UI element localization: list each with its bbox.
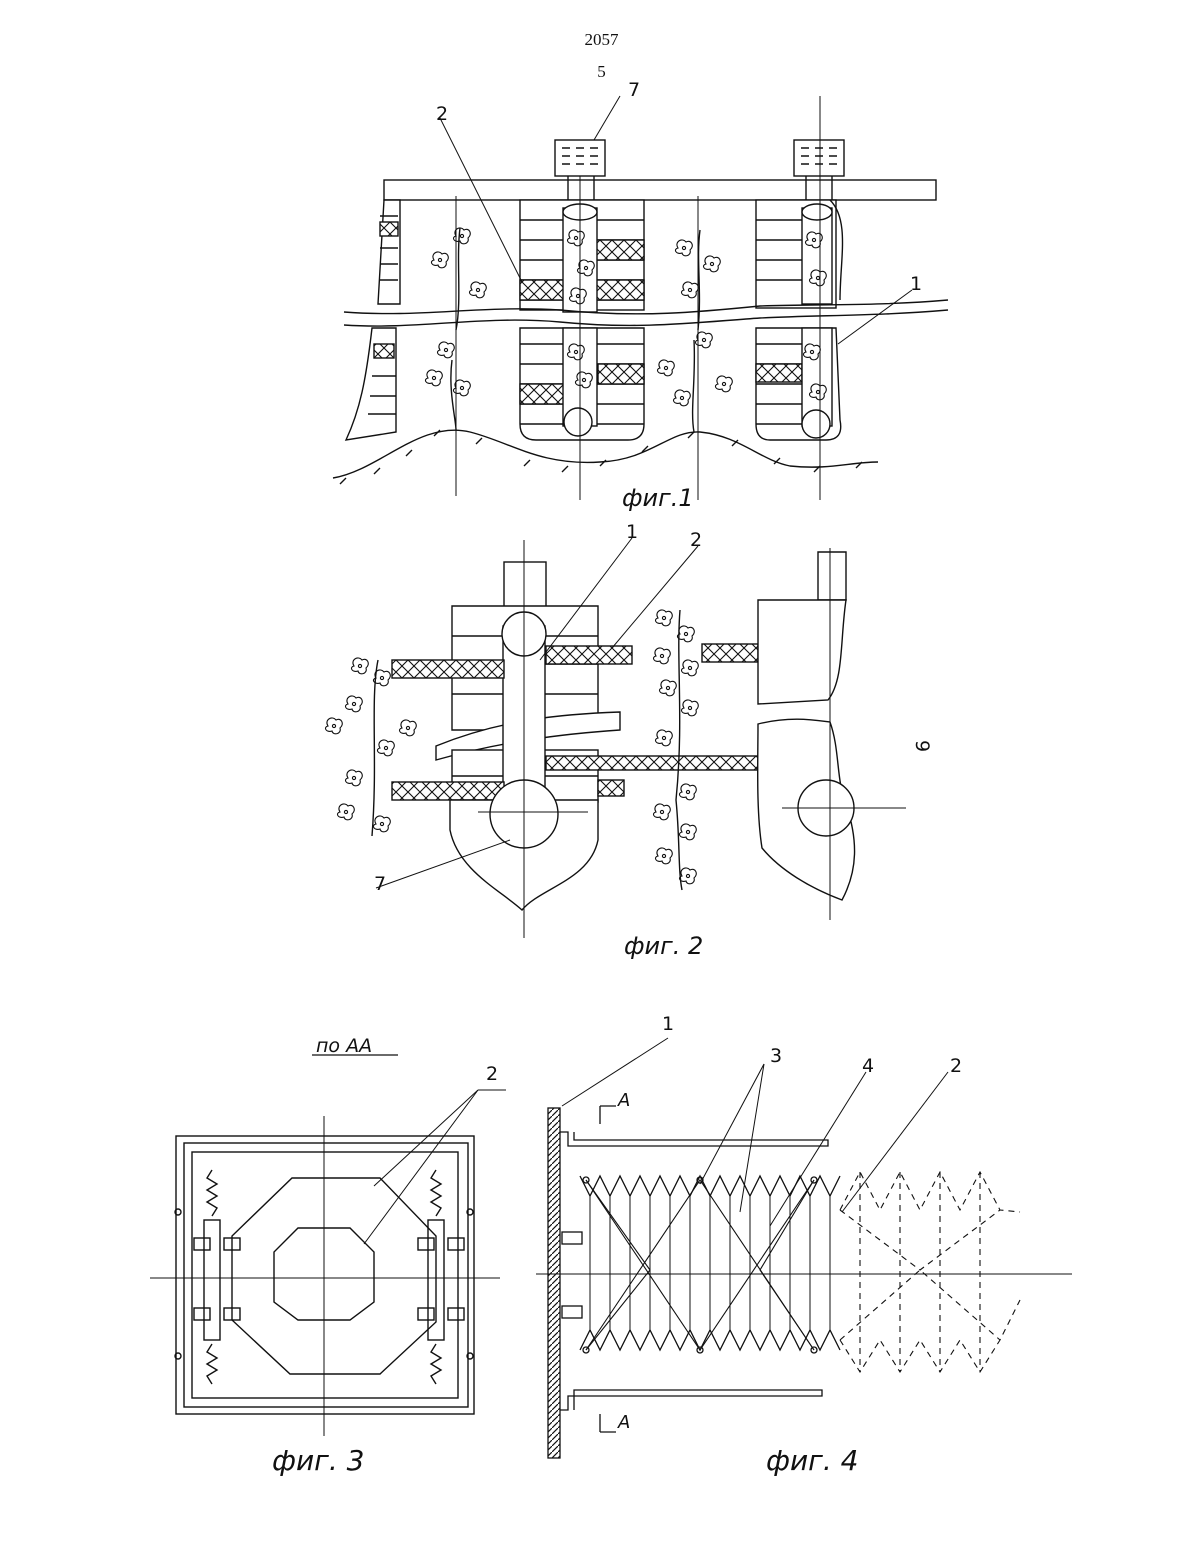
fig2-label-2: 2: [690, 529, 702, 551]
fig1-label-1: 1: [910, 273, 922, 295]
fig1-caption: фиг.1: [622, 484, 694, 512]
fig4-caption: фиг. 4: [766, 1444, 858, 1477]
fig4-label-4: 4: [862, 1055, 874, 1077]
fig2-label-1: 1: [626, 521, 638, 543]
fig4-label-2: 2: [950, 1055, 962, 1077]
fig1-label-2: 2: [436, 103, 448, 125]
fig1-label-7: 7: [628, 79, 640, 101]
fig4-section-mark-bottom: А: [617, 1412, 630, 1433]
fig3-section-title: по АА: [316, 1035, 372, 1057]
fig2-label-7: 7: [374, 873, 386, 895]
fig4-label-1: 1: [662, 1013, 674, 1035]
figure-2: [325, 538, 906, 938]
fig2-caption: фиг. 2: [624, 932, 703, 960]
fig3-label-2: 2: [486, 1063, 498, 1085]
figure-1: [333, 96, 948, 500]
figure-3: [150, 1090, 506, 1436]
fig3-caption: фиг. 3: [272, 1444, 364, 1477]
fig4-section-mark-top: А: [617, 1090, 630, 1111]
figure-4: [536, 1038, 1072, 1458]
fig4-label-3: 3: [770, 1045, 782, 1067]
fig2-side-mark: 9: [911, 740, 933, 752]
